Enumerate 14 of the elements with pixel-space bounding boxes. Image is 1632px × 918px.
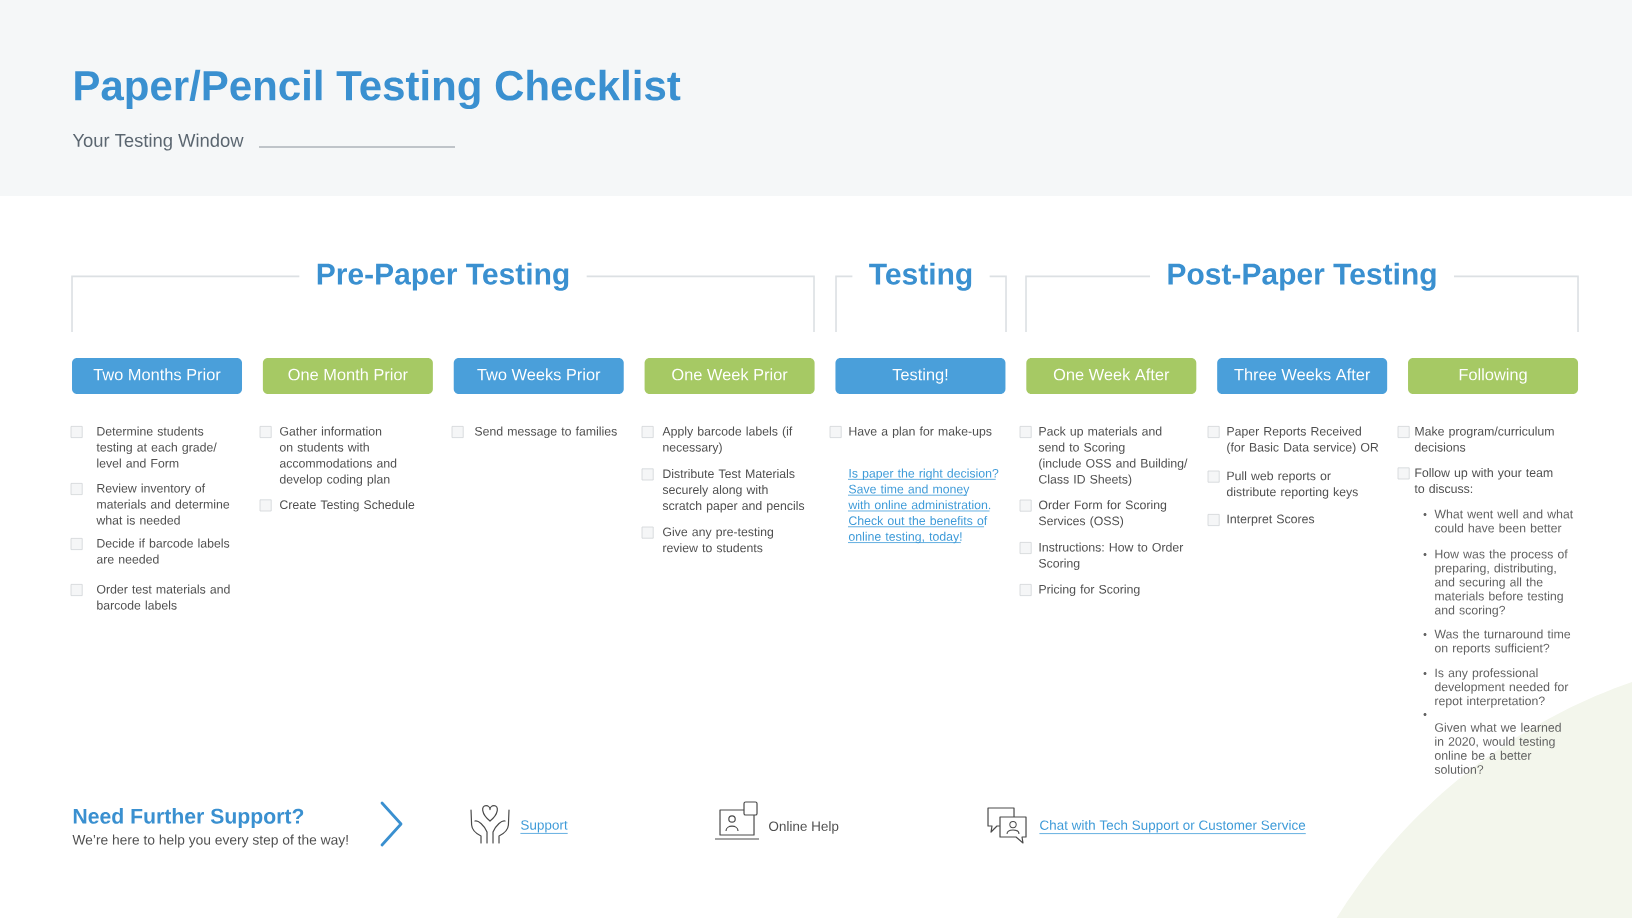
section-bracket: Pre-Paper Testing [71, 262, 815, 333]
phase-tab: One Week Prior [644, 358, 815, 394]
section-bracket: Testing [835, 262, 1007, 333]
section-bracket: Post-Paper Testing [1025, 262, 1579, 333]
phase-tab: Testing! [835, 358, 1006, 394]
subtitle: Your Testing Window [72, 133, 244, 151]
phase-tab: One Week After [1026, 358, 1197, 394]
title: Paper/Pencil Testing Checklist [75, 69, 681, 110]
phase-tab: Following [1408, 358, 1579, 394]
phase-tab: Three Weeks After [1217, 358, 1388, 394]
phase-tab: One Month Prior [262, 358, 433, 394]
phase-tab: Two Weeks Prior [453, 358, 624, 394]
phase-tab: Two Months Prior [72, 358, 242, 394]
footer-heading: Need Further Support? [73, 808, 304, 828]
